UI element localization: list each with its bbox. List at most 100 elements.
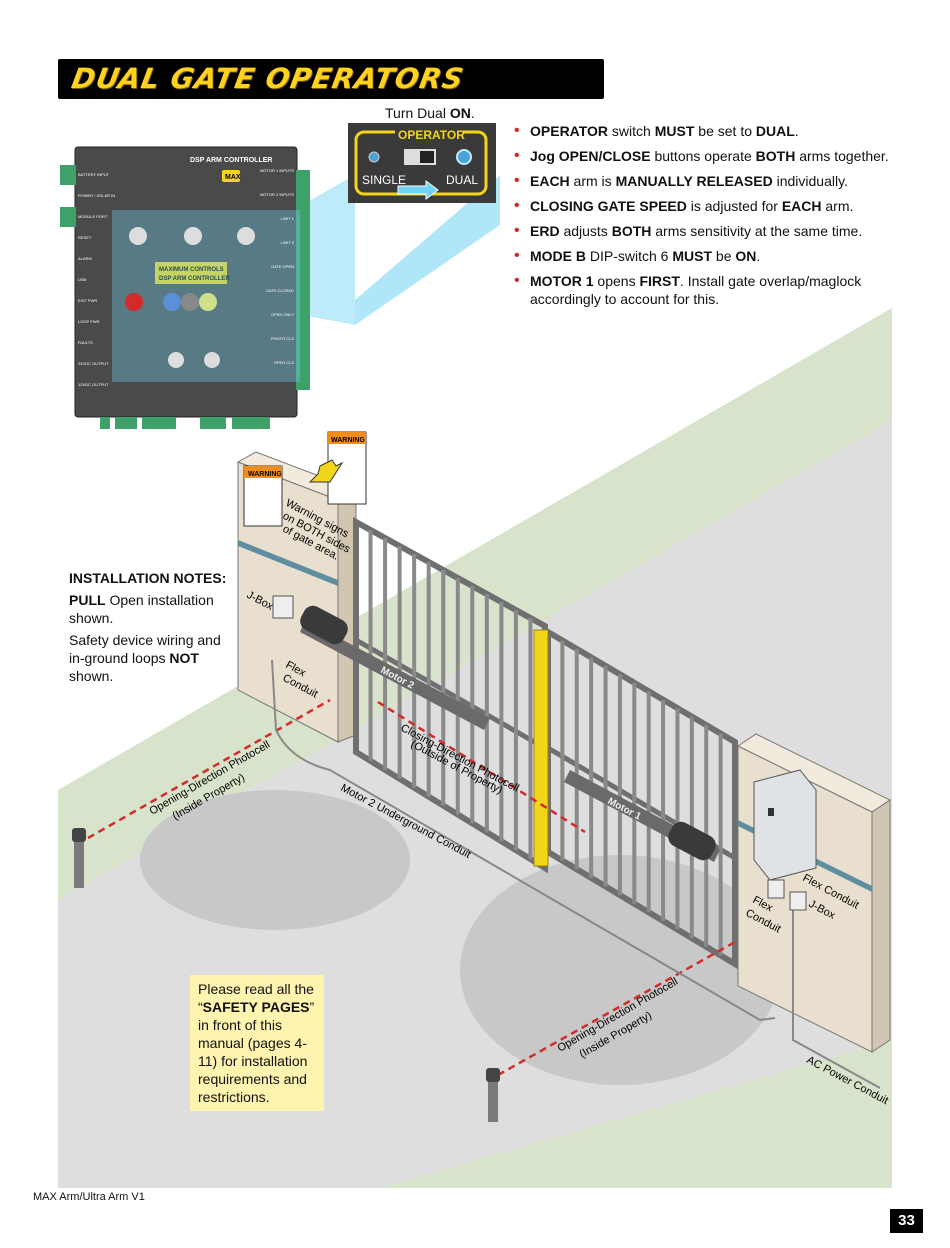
board-label: RESET (78, 235, 92, 240)
bullet-item: OPERATOR switch MUST be set to DUAL. (514, 122, 914, 140)
bullet-run: switch (608, 123, 655, 139)
bullet-run: arms together. (795, 148, 889, 164)
bullet-run: . (794, 123, 799, 139)
board-bottom-terminals (100, 417, 270, 429)
board-title: DSP ARM CONTROLLER (190, 157, 272, 164)
turn-dual-caption: Turn Dual ON. (385, 105, 475, 121)
board-label: USB (78, 277, 87, 282)
controller-board: DSP ARM CONTROLLER MAX MAXIMUM CONTROLS … (60, 146, 500, 429)
opening-photocell-beam-left (87, 698, 331, 840)
bullet-run: buttons operate (650, 148, 756, 164)
bullet-run: be (712, 248, 736, 264)
safety-edge-post (533, 629, 549, 867)
speed-knob-1 (168, 352, 184, 368)
safety-pages-note: Please read all the “SAFETY PAGES” in fr… (190, 975, 324, 1111)
note-run: Safety device wiring and in-ground loops (69, 632, 221, 666)
bullet-run: MANUALLY RELEASED (615, 173, 773, 189)
board-label: POWER / SOLAR IN (78, 193, 115, 198)
jbox-left (272, 595, 294, 619)
bullet-item: CLOSING GATE SPEED is adjusted for EACH … (514, 197, 914, 215)
board-open-button (163, 293, 181, 311)
installation-note-1: PULL Open installation shown. (69, 591, 239, 627)
callout-single-label: SINGLE (362, 173, 406, 187)
callout-operator-label: OPERATOR (398, 128, 465, 142)
photocell-post-left (72, 828, 86, 888)
warning-sign-text-2: WARNING (331, 437, 365, 444)
bullet-run: MODE B (530, 248, 586, 264)
bullet-run: individually. (772, 173, 848, 189)
opening-photocell-beam-right (497, 940, 736, 1077)
dual-led (456, 149, 472, 165)
board-label: GATE CLOSED (266, 288, 294, 293)
board-label: EXIT PWR (78, 298, 97, 303)
note-run: NOT (169, 650, 199, 666)
board-label: GATE OPEN (271, 264, 294, 269)
badge-line2: DSP ARM CONTROLLER (159, 276, 230, 282)
badge-line1: MAXIMUM CONTROLS (159, 267, 224, 273)
bullet-run: Jog OPEN/CLOSE (530, 148, 651, 164)
jbox-right-1 (767, 879, 785, 899)
bullet-run: EACH (530, 173, 570, 189)
board-label: FAULTS (78, 340, 93, 345)
board-label: MOTOR 1 INPUTS (260, 168, 294, 173)
note-run: shown. (69, 668, 114, 684)
installation-notes: INSTALLATION NOTES: PULL Open installati… (69, 569, 239, 689)
operator-switch-callout: OPERATOR SINGLE DUAL (348, 123, 496, 203)
callout-dual-label: DUAL (446, 173, 478, 187)
bullet-run: . Install gate overlap/maglock according… (530, 273, 862, 307)
page-number: 33 (890, 1209, 923, 1233)
ac-power-conduit (792, 910, 881, 1089)
bullet-item: EACH arm is MANUALLY RELEASED individual… (514, 172, 914, 190)
safety-run: ” in front of this manual (pages 4-11) f… (198, 999, 315, 1105)
board-label: 12VDC OUTPUT (78, 382, 109, 387)
board-label: LIMIT 2 (281, 240, 295, 245)
bullet-item: Jog OPEN/CLOSE buttons operate BOTH arms… (514, 147, 914, 165)
board-label: MODULE PORT (78, 214, 108, 219)
erd-knob-1 (129, 227, 147, 245)
board-label: PHOTO CLS (271, 336, 294, 341)
footer-text: MAX Arm/Ultra Arm V1 (33, 1191, 145, 1203)
jbox-right-2 (789, 891, 807, 911)
board-label: LOOP PWR (78, 319, 100, 324)
bullet-run: OPERATOR (530, 123, 609, 139)
page-title-bar: DUAL GATE OPERATORS (58, 59, 604, 99)
board-stop-button (181, 293, 199, 311)
board-label: LIMIT 1 (281, 216, 295, 221)
note-run: Open installation shown. (69, 592, 214, 626)
single-led (368, 151, 380, 163)
control-box (753, 769, 817, 881)
closing-photocell-beam (377, 700, 586, 834)
board-label: OPEN ONLY (271, 312, 294, 317)
left-gate-leaf (353, 516, 548, 874)
board-label: BATTERY INPUT (78, 172, 110, 177)
note-run: PULL (69, 592, 106, 608)
bullet-run: arm is (569, 173, 616, 189)
speed-knob-2 (204, 352, 220, 368)
erd-knob-3 (237, 227, 255, 245)
installation-note-2: Safety device wiring and in-ground loops… (69, 631, 239, 685)
board-label: 24VDC OUTPUT (78, 361, 109, 366)
bullet-run: BOTH (755, 148, 796, 164)
bullet-run: FIRST (639, 273, 680, 289)
board-label: OPEN CLS (274, 360, 295, 365)
motor1-arm (564, 770, 720, 862)
bullet-run: . (756, 248, 761, 264)
bullet-run: MOTOR 1 (530, 273, 594, 289)
bullet-run: MUST (654, 123, 695, 139)
bullet-run: ON (735, 248, 757, 264)
bullet-run: is adjusted for (686, 198, 782, 214)
bullet-run: opens (593, 273, 640, 289)
board-brand: MAX (225, 174, 241, 181)
right-gate-leaf (545, 626, 738, 970)
bullet-run: adjusts (559, 223, 612, 239)
bullet-run: CLOSING GATE SPEED (530, 198, 687, 214)
arrow-warning (308, 459, 344, 483)
bullet-run: DUAL (755, 123, 795, 139)
bullet-run: BOTH (611, 223, 652, 239)
page-title: DUAL GATE OPERATORS (69, 62, 467, 95)
warning-sign-text: WARNING (248, 471, 282, 478)
arrow-right-icon (397, 180, 439, 200)
board-close-button (199, 293, 217, 311)
bullet-run: ERD (530, 223, 560, 239)
